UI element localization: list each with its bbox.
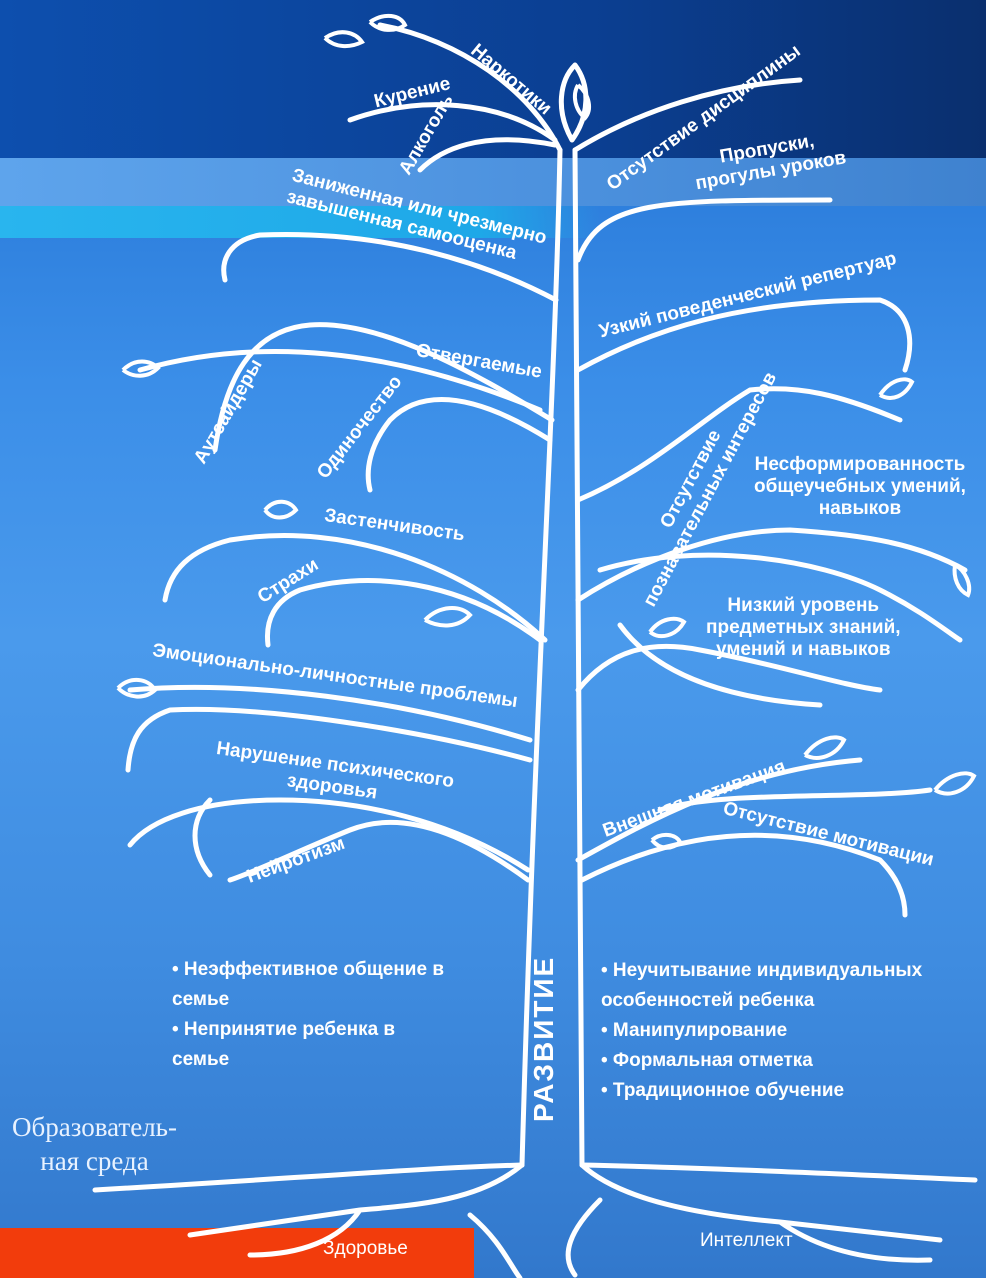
branch-narcotics bbox=[377, 22, 563, 153]
family-factor-1b: семье bbox=[172, 989, 230, 1010]
leaf-13 bbox=[572, 83, 592, 121]
leaf-6 bbox=[116, 678, 158, 699]
leaf-11 bbox=[952, 563, 972, 598]
branch-skills bbox=[575, 527, 968, 603]
school-factor-3: • Формальная отметка bbox=[601, 1050, 813, 1071]
trunk-right bbox=[572, 147, 585, 1168]
branch-emotional-2 bbox=[125, 706, 533, 773]
branch-no-motivation bbox=[579, 832, 908, 918]
leaf-7 bbox=[648, 616, 687, 639]
trunk-label: РАЗВИТИЕ bbox=[528, 955, 559, 1122]
label-skills-line3: навыков bbox=[818, 498, 902, 519]
header-band bbox=[0, 0, 986, 158]
school-factor-1b: особенностей ребенка bbox=[601, 990, 815, 1011]
family-factor-1: • Неэффективное общение в bbox=[172, 959, 445, 980]
root-label-health: Здоровье bbox=[323, 1238, 408, 1259]
leaf-5 bbox=[423, 606, 473, 628]
school-factor-1: • Неучитывание индивидуальных bbox=[601, 960, 923, 981]
label-knowledge-line1: Низкий уровень bbox=[727, 595, 880, 616]
label-knowledge-line3: умений и навыков bbox=[716, 639, 891, 660]
label-knowledge: Низкий уровень предметных знаний, умений… bbox=[706, 595, 901, 661]
environment-label-line1: Образователь- bbox=[12, 1112, 177, 1142]
leaves bbox=[116, 13, 977, 850]
school-factor-4: • Традиционное обучение bbox=[601, 1080, 845, 1101]
branch-mental bbox=[127, 797, 531, 873]
branch-truancy bbox=[575, 197, 833, 263]
branch-shyness bbox=[162, 533, 548, 643]
branch-discipline bbox=[572, 77, 803, 153]
trunk-left bbox=[519, 147, 563, 1168]
school-factor-2: • Манипулирование bbox=[601, 1020, 788, 1041]
leaf-8 bbox=[803, 735, 847, 760]
label-skills: Несформированность общеучебных умений, н… bbox=[754, 454, 966, 520]
ground-line bbox=[92, 1162, 978, 1193]
family-factor-2: • Непринятие ребенка в bbox=[172, 1019, 396, 1040]
leaf-4 bbox=[263, 499, 299, 520]
school-factors-list: • Неучитывание индивидуальных особенност… bbox=[601, 956, 922, 1106]
branch-emotional bbox=[127, 684, 533, 743]
branch-knowledge-2 bbox=[617, 622, 823, 708]
branch-behavior bbox=[575, 297, 913, 373]
root-right bbox=[565, 1162, 943, 1278]
leaf-3 bbox=[121, 359, 161, 378]
root-label-intellect: Интеллект bbox=[700, 1230, 793, 1251]
label-skills-line1: Несформированность bbox=[754, 454, 966, 475]
branch-neuro bbox=[227, 819, 531, 883]
branch-smoking bbox=[347, 102, 558, 143]
leaf-12 bbox=[650, 833, 683, 850]
branch-alcohol bbox=[417, 137, 558, 173]
leaf-10 bbox=[878, 377, 915, 400]
red-band bbox=[0, 1228, 474, 1278]
family-factor-2b: семье bbox=[172, 1049, 230, 1070]
label-skills-line2: общеучебных умений, bbox=[754, 476, 966, 497]
environment-label-line2: ная среда bbox=[40, 1146, 149, 1176]
leaf-9 bbox=[933, 771, 977, 796]
root-left bbox=[187, 1162, 525, 1278]
branch-interests bbox=[575, 386, 903, 503]
label-knowledge-line2: предметных знаний, bbox=[706, 617, 901, 638]
branch-knowledge bbox=[575, 643, 883, 693]
branch-loneliness bbox=[365, 397, 553, 493]
branch-fears bbox=[264, 578, 543, 648]
branch-outsiders bbox=[137, 348, 543, 413]
leaf-2 bbox=[323, 30, 365, 49]
family-factors-list: • Неэффективное общение в семье • Неприн… bbox=[172, 955, 444, 1075]
branch-self-esteem bbox=[221, 231, 559, 303]
environment-label: Образователь- ная среда bbox=[12, 1110, 177, 1178]
branch-motivation bbox=[575, 757, 863, 863]
leaf-1 bbox=[368, 13, 408, 32]
branch-motivation-2 bbox=[657, 787, 933, 813]
branch-skills-2 bbox=[597, 552, 963, 643]
branch-neuro-2 bbox=[192, 797, 213, 878]
branch-rejected bbox=[212, 322, 555, 453]
